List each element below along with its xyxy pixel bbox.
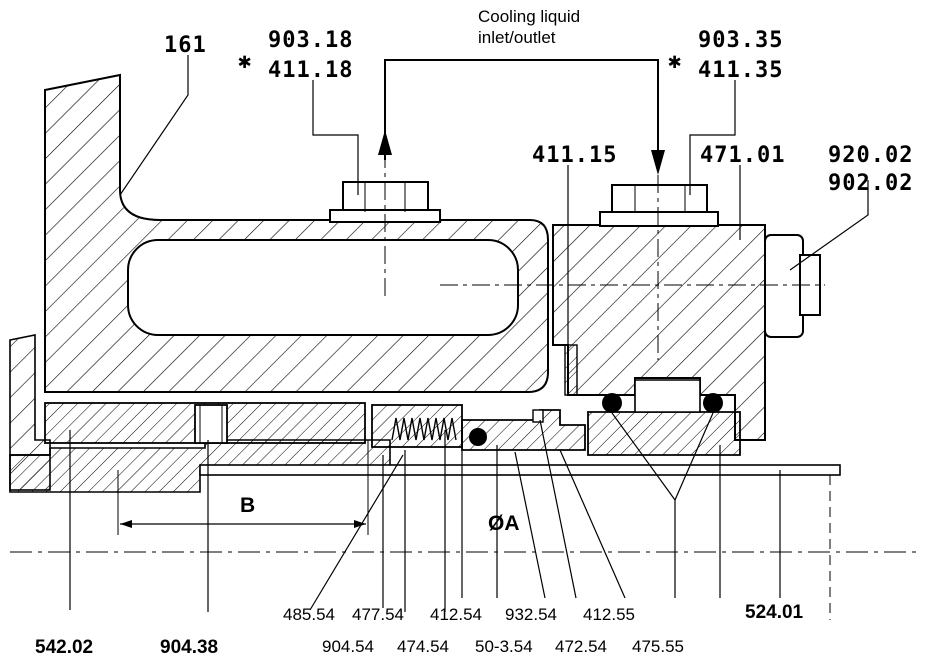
label-477-54: 477.54 <box>352 605 404 624</box>
label-412-54: 412.54 <box>430 605 482 624</box>
label-411-15: 411.15 <box>532 143 617 168</box>
label-472-54: 472.54 <box>555 637 607 656</box>
o-ring-412-55-right <box>703 393 723 413</box>
label-524-01: 524.01 <box>745 602 804 623</box>
label-411-18: 411.18 <box>268 58 353 83</box>
label-474-54: 474.54 <box>397 637 449 656</box>
label-903-18: 903.18 <box>268 28 353 53</box>
label-920-02: 920.02 <box>828 143 913 168</box>
label-904-38: 904.38 <box>160 637 218 658</box>
label-485-54: 485.54 <box>283 605 335 624</box>
label-932-54: 932.54 <box>505 605 557 624</box>
label-542-02: 542.02 <box>35 637 93 658</box>
label-161: 161 <box>164 33 207 58</box>
o-ring-412-55-left <box>602 393 622 413</box>
label-475-55: 475.55 <box>632 637 684 656</box>
label-471-01: 471.01 <box>700 143 785 168</box>
bolt-920-02 <box>764 234 821 338</box>
cooling-label-line1: Cooling liquid <box>478 7 580 26</box>
arrow-down-icon <box>651 150 665 175</box>
dimension-phi-a: ØA <box>488 512 520 535</box>
asterisk-icon: ✱ <box>668 49 682 74</box>
seat-ring-475-55 <box>587 411 741 456</box>
cooling-label-line2: inlet/outlet <box>478 28 556 47</box>
plug-903-35 <box>599 184 719 227</box>
label-50-3-54: 50-3.54 <box>475 637 533 656</box>
asterisk-icon: ✱ <box>238 49 252 74</box>
dimension-b: B <box>240 494 255 517</box>
circlip-932-54 <box>532 409 544 423</box>
label-903-35: 903.35 <box>698 28 783 53</box>
label-412-55: 412.55 <box>583 605 635 624</box>
label-902-02: 902.02 <box>828 171 913 196</box>
arrow-up-icon <box>378 130 392 155</box>
cooling-channel <box>127 239 519 336</box>
label-904-54: 904.54 <box>322 637 374 656</box>
spring-477-54 <box>391 417 457 441</box>
label-411-35: 411.35 <box>698 58 783 83</box>
spring-housing-477-54 <box>371 404 463 448</box>
cooling-bracket <box>384 59 659 160</box>
o-ring-412-54 <box>469 428 487 446</box>
cover-161 <box>44 73 549 393</box>
